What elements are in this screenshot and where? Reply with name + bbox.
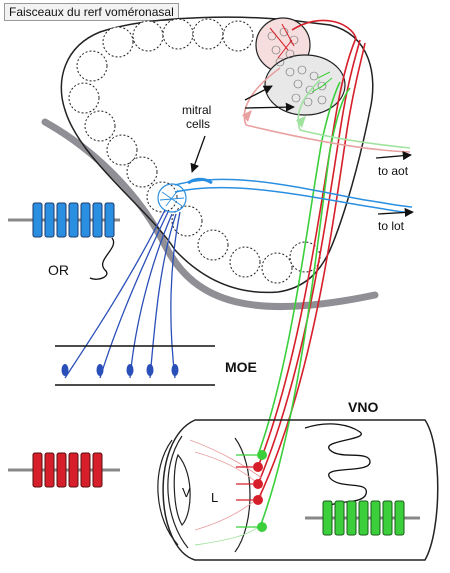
label-v: V [182, 485, 191, 500]
vno-green-neurons [257, 450, 267, 532]
blue-mitral-cell [187, 177, 213, 185]
glomeruli-chain [68, 18, 321, 284]
arrow-mitral-aob-lower [244, 102, 295, 112]
vno-epithelium [157, 435, 251, 553]
arrow-mitral-aob [244, 85, 273, 101]
wiggly-receptor [304, 423, 371, 511]
blue-mitral-axons [174, 178, 413, 214]
vno-pink-fibers [189, 439, 263, 531]
label-mitral: mitral [182, 103, 211, 117]
red-receptor-icon [8, 452, 120, 488]
green-receptor-icon [305, 500, 420, 536]
cribriform-band [41, 118, 379, 311]
vno-red-neurons [253, 462, 263, 505]
main-olfactory-bulb [60, 16, 374, 294]
arrow-to-aot [375, 151, 412, 161]
vno-green-axons [257, 81, 351, 528]
label-cells: cells [186, 117, 210, 131]
blue-glomerulus [157, 183, 187, 213]
label-to-aot: to aot [378, 164, 409, 178]
accessory-olfactory-bulb [255, 17, 346, 116]
label-l: L [211, 490, 218, 505]
vno-lumen [173, 453, 191, 526]
moe-neurons [61, 364, 179, 376]
or-receptor-icon [8, 202, 120, 280]
label-or: OR [48, 262, 69, 278]
mitral-to-aot-red [243, 67, 411, 153]
arrow-mitral-mob [190, 135, 206, 173]
label-vno: VNO [348, 399, 378, 415]
vno-green-fibers [194, 526, 259, 546]
osn-axons [64, 209, 181, 379]
mitral-cell-bodies [242, 110, 306, 128]
vno-neuron-dendrites [236, 454, 257, 528]
figure-title: Faisceaux du rerf voméronasal [4, 3, 179, 21]
vno-outline [162, 419, 439, 561]
label-to-lot: to lot [378, 219, 405, 233]
arrow-to-lot [377, 207, 414, 218]
moe-epithelium [55, 345, 215, 386]
mitral-to-aot-green [297, 79, 411, 149]
label-moe: MOE [225, 359, 257, 375]
